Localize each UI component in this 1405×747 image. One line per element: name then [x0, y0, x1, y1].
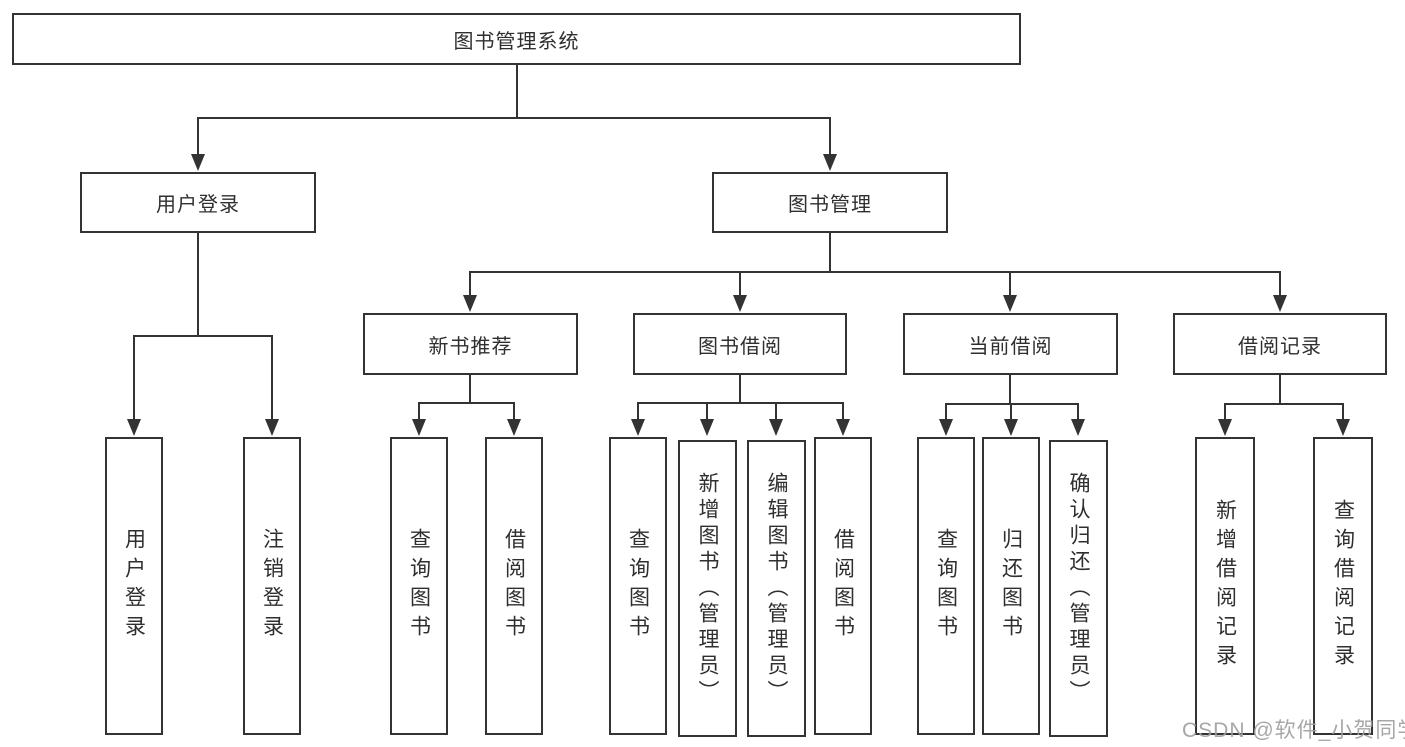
- leaf-borrow-books-recommend: 借阅图书: [485, 437, 543, 735]
- leaf-add-books-admin: 新增图书（管理员）: [678, 440, 737, 737]
- leaf-edit-books-admin: 编辑图书（管理员）: [747, 440, 806, 737]
- leaf-logout: 注销登录: [243, 437, 301, 735]
- leaf-query-books-recommend: 查询图书: [390, 437, 448, 735]
- node-new-book-recommend: 新书推荐: [363, 313, 578, 375]
- node-root: 图书管理系统: [12, 13, 1021, 65]
- leaf-add-borrow-record: 新增借阅记录: [1195, 437, 1255, 735]
- node-user-login: 用户登录: [80, 172, 316, 233]
- node-current-borrow: 当前借阅: [903, 313, 1118, 375]
- csdn-watermark: CSDN @软件_小贺同学: [1182, 719, 1405, 742]
- leaf-return-books: 归还图书: [982, 437, 1040, 735]
- node-borrow-records: 借阅记录: [1173, 313, 1387, 375]
- node-book-borrow: 图书借阅: [633, 313, 847, 375]
- leaf-query-books-borrow: 查询图书: [609, 437, 667, 735]
- leaf-query-borrow-record: 查询借阅记录: [1313, 437, 1373, 735]
- leaf-confirm-return-admin: 确认归还（管理员）: [1049, 440, 1108, 737]
- leaf-user-login: 用户登录: [105, 437, 163, 735]
- leaf-query-books-current: 查询图书: [917, 437, 975, 735]
- leaf-borrow-books: 借阅图书: [814, 437, 872, 735]
- node-book-management: 图书管理: [712, 172, 948, 233]
